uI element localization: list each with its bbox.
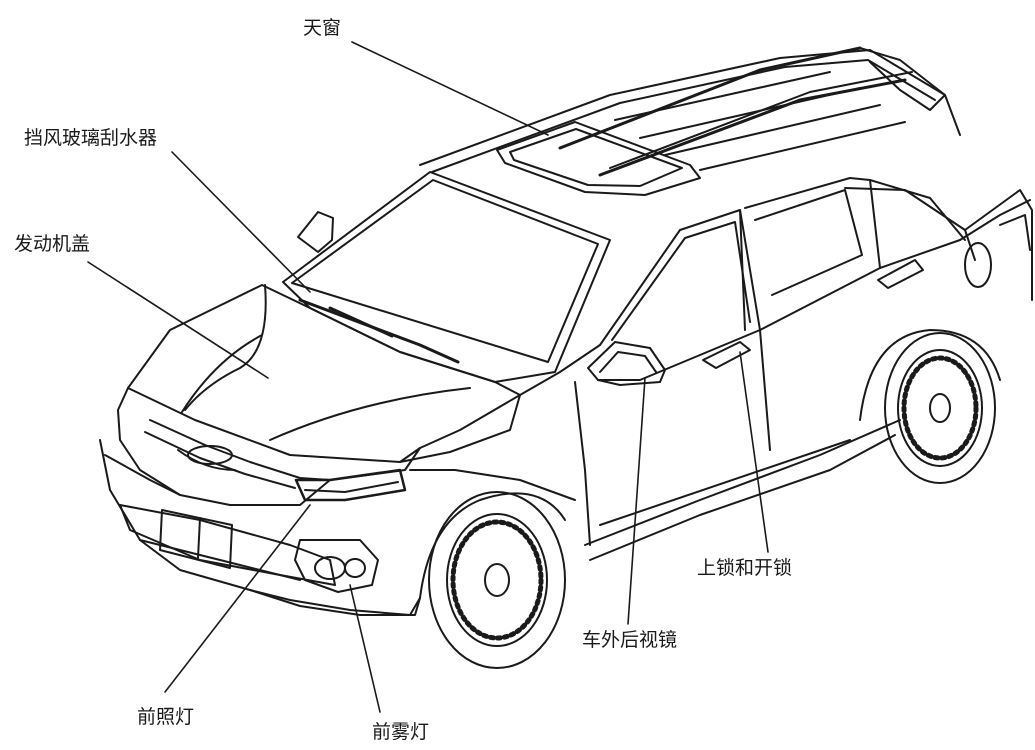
leader-wiper	[171, 151, 311, 293]
callout-exterior-mirror: 车外后视镜	[582, 629, 678, 651]
leader-sunroof	[351, 41, 549, 136]
leader-headlamp	[164, 504, 311, 693]
leader-hood	[87, 261, 269, 379]
side-body	[409, 177, 1033, 561]
callout-headlamp: 前照灯	[137, 706, 195, 728]
sunroof	[496, 121, 701, 196]
callout-hood: 发动机盖	[14, 233, 91, 255]
callout-fog-lamp: 前雾灯	[372, 721, 430, 743]
front-wheel	[419, 491, 566, 669]
windshield	[282, 171, 611, 383]
leader-lock	[739, 351, 769, 553]
roof	[419, 46, 961, 177]
callout-windshield-wiper: 挡风玻璃刮水器	[24, 127, 158, 149]
leader-mirror	[627, 377, 646, 625]
leader-foglamp	[349, 584, 381, 713]
rear-wheel	[859, 329, 1001, 484]
callout-lock-unlock: 上锁和开锁	[697, 557, 793, 579]
hood	[127, 284, 521, 463]
front-fascia	[99, 387, 421, 616]
leader-lines	[87, 41, 769, 713]
callout-sunroof: 天窗	[303, 17, 342, 39]
